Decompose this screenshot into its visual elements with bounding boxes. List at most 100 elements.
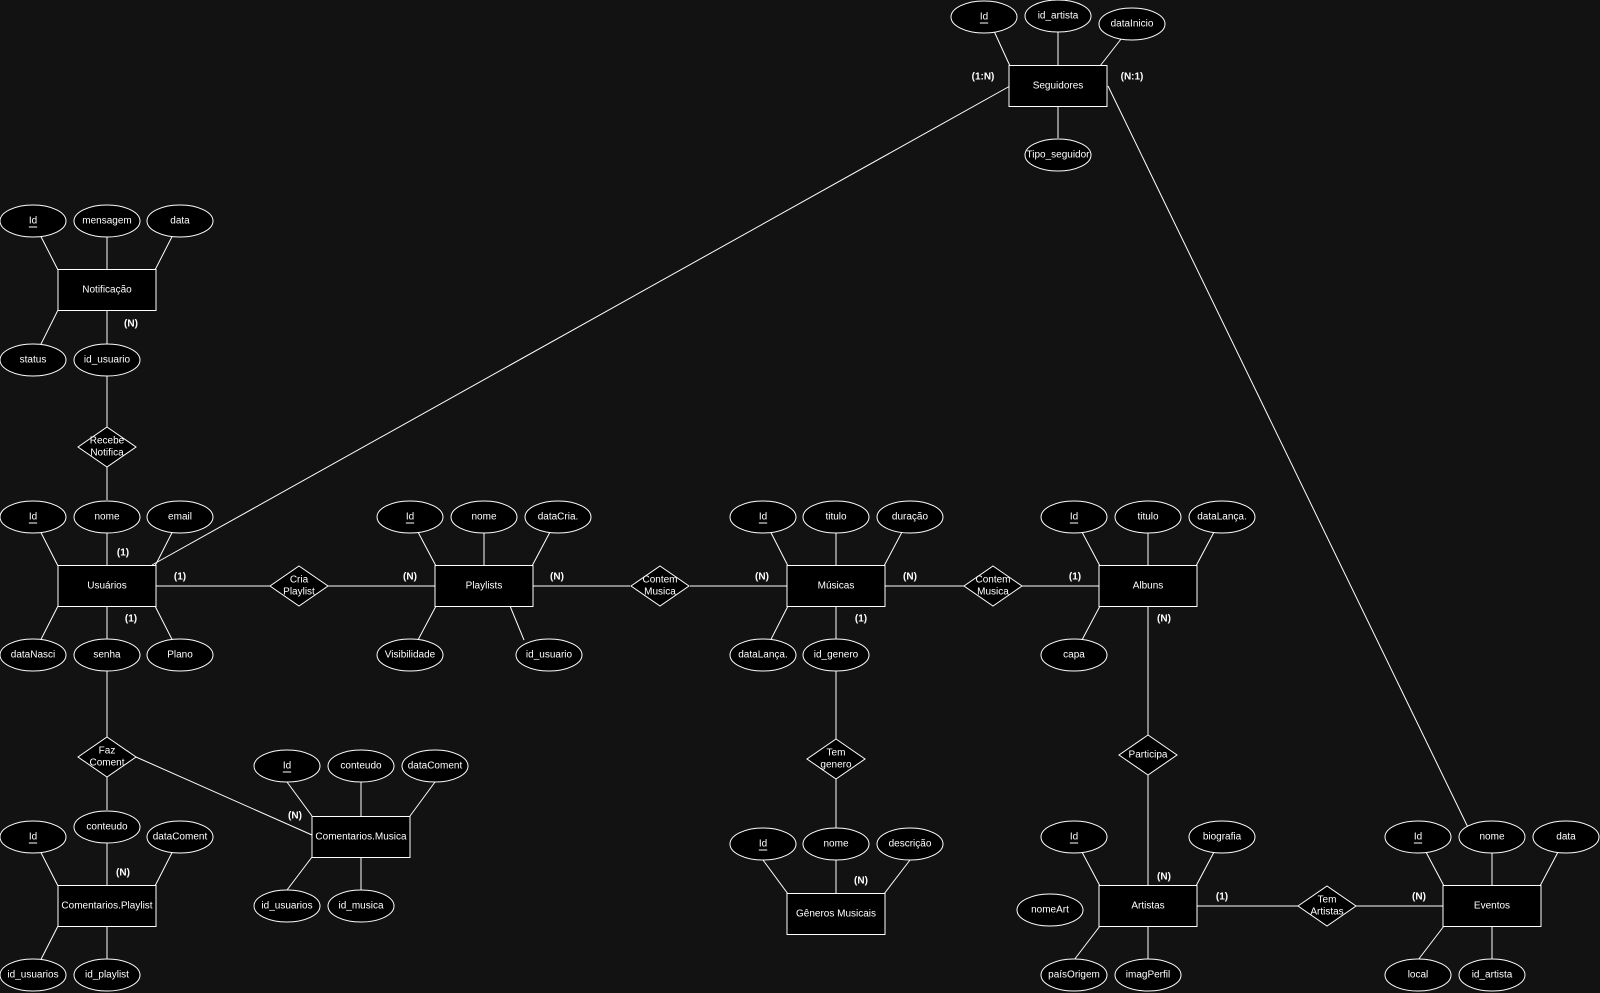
attribute-ellipse (1188, 820, 1256, 854)
attribute-ellipse (802, 500, 870, 534)
attribute-label: status (20, 355, 47, 366)
attribute-seg_tipo[interactable]: Tipo_seguidor (1024, 138, 1092, 172)
attribute-cm_id_usuarios[interactable]: id_usuarios (253, 889, 321, 923)
attribute-art_id[interactable]: Id (1040, 820, 1108, 854)
attribute-alb_titulo[interactable]: titulo (1114, 500, 1182, 534)
entity-notificacao[interactable]: Notificação (57, 269, 157, 311)
attribute-cp_id_usuarios[interactable]: id_usuarios (0, 958, 67, 992)
attribute-pla_visibilidade[interactable]: Visibilidade (376, 638, 444, 672)
attribute-ellipse (0, 343, 67, 377)
attribute-cp_conteudo[interactable]: conteudo (73, 810, 141, 844)
attribute-label: id_artista (1472, 970, 1513, 981)
attribute-pla_datacria[interactable]: dataCria. (524, 500, 592, 534)
attribute-not_data[interactable]: data (146, 204, 214, 238)
attribute-pla_id_usuario[interactable]: id_usuario (515, 638, 583, 672)
attribute-cm_id[interactable]: Id (253, 749, 321, 783)
attribute-seg_id[interactable]: Id (950, 0, 1018, 34)
entity-musicas[interactable]: Músicas (786, 565, 886, 607)
attribute-label: dataInicio (1111, 19, 1154, 30)
entity-comentarios_musica[interactable]: Comentarios.Musica (311, 816, 411, 858)
attribute-seg_id_artista[interactable]: id_artista (1024, 0, 1092, 33)
attribute-not_mensagem[interactable]: mensagem (73, 204, 141, 238)
attribute-cp_id[interactable]: Id (0, 820, 67, 854)
relationship-diamond (1297, 885, 1357, 927)
cardinality-alb_bottom: (N) (1157, 614, 1171, 625)
entity-playlists[interactable]: Playlists (434, 565, 534, 607)
entity-generos[interactable]: Gêneros Musicais (786, 893, 886, 935)
attribute-art_nomeart[interactable]: nomeArt (1016, 893, 1084, 927)
attribute-not_id[interactable]: Id (0, 204, 67, 238)
attribute-eve_id_artista[interactable]: id_artista (1458, 958, 1526, 992)
attribute-ellipse (1016, 893, 1084, 927)
attribute-alb_id[interactable]: Id (1040, 500, 1108, 534)
attribute-alb_capa[interactable]: capa (1040, 638, 1108, 672)
entity-usuarios[interactable]: Usuários (57, 565, 157, 607)
attribute-gen_descricao[interactable]: descrição (876, 827, 944, 861)
attribute-pla_id[interactable]: Id (376, 500, 444, 534)
relationship-participa[interactable]: Participa (1118, 734, 1178, 776)
attribute-not_status[interactable]: status (0, 343, 67, 377)
attribute-usu_id[interactable]: Id (0, 500, 67, 534)
connector-line (762, 859, 789, 895)
attribute-mus_id_genero[interactable]: id_genero (802, 638, 870, 672)
connector-line (286, 781, 313, 817)
attribute-cm_datacoment[interactable]: dataComent (401, 749, 469, 783)
attribute-pla_nome[interactable]: nome (450, 500, 518, 534)
attribute-label: titulo (1137, 512, 1159, 523)
attribute-mus_id[interactable]: Id (729, 500, 797, 534)
cardinality-mus_bottom: (1) (855, 614, 867, 625)
entity-artistas[interactable]: Artistas (1098, 885, 1198, 927)
attribute-gen_nome[interactable]: nome (802, 827, 870, 861)
attribute-eve_id[interactable]: Id (1384, 820, 1452, 854)
attribute-usu_senha[interactable]: senha (73, 638, 141, 672)
entity-comentarios_playlist[interactable]: Comentarios.Playlist (57, 885, 157, 927)
attribute-eve_data[interactable]: data (1532, 820, 1600, 854)
attribute-eve_local[interactable]: local (1384, 958, 1452, 992)
primary-key-label: Id (1070, 832, 1078, 843)
connector-line (883, 859, 911, 895)
entity-albuns[interactable]: Albuns (1098, 565, 1198, 607)
attribute-art_paisorigem[interactable]: paísOrigem (1040, 958, 1108, 992)
attribute-ellipse (729, 638, 797, 672)
attribute-art_imagperfil[interactable]: imagPerfil (1114, 958, 1182, 992)
attribute-mus_datalanca[interactable]: dataLança. (729, 638, 797, 672)
attribute-usu_email[interactable]: email (146, 500, 214, 534)
attribute-not_id_usuario[interactable]: id_usuario (73, 343, 141, 377)
attribute-usu_plano[interactable]: Plano (146, 638, 214, 672)
entity-box (786, 565, 886, 607)
entity-box (57, 565, 157, 607)
relationship-label: Faz (99, 746, 116, 757)
attribute-label: Tipo_seguidor (1026, 150, 1090, 161)
attribute-cm_id_musica[interactable]: id_musica (327, 889, 395, 923)
attribute-art_biografia[interactable]: biografia (1188, 820, 1256, 854)
attribute-label: paísOrigem (1048, 970, 1100, 981)
attribute-usu_nome[interactable]: nome (73, 500, 141, 534)
attribute-mus_duracao[interactable]: duração (876, 500, 944, 534)
attribute-cp_id_playlist[interactable]: id_playlist (73, 958, 141, 992)
attribute-gen_id[interactable]: Id (729, 827, 797, 861)
attribute-mus_titulo[interactable]: titulo (802, 500, 870, 534)
cardinality-usu_right: (1) (174, 572, 186, 583)
attribute-cm_conteudo[interactable]: conteudo (327, 749, 395, 783)
attribute-eve_nome[interactable]: nome (1458, 820, 1526, 854)
primary-key-label: Id (1414, 832, 1422, 843)
attribute-alb_datalanca[interactable]: dataLança. (1188, 500, 1256, 534)
attribute-cp_datacoment[interactable]: dataComent (146, 820, 214, 854)
attribute-ellipse (1024, 0, 1092, 33)
relationship-label: Notifica (90, 448, 124, 459)
attribute-ellipse (327, 889, 395, 923)
connectors (32, 17, 1567, 976)
cardinality-seg_left: (1:N) (972, 72, 995, 83)
attribute-seg_datainicio[interactable]: dataInicio (1098, 7, 1166, 41)
entity-seguidores[interactable]: Seguidores (1008, 65, 1108, 107)
attribute-ellipse (802, 638, 870, 672)
entity-eventos[interactable]: Eventos (1442, 885, 1542, 927)
attribute-usu_datanasci[interactable]: dataNasci (0, 638, 67, 672)
